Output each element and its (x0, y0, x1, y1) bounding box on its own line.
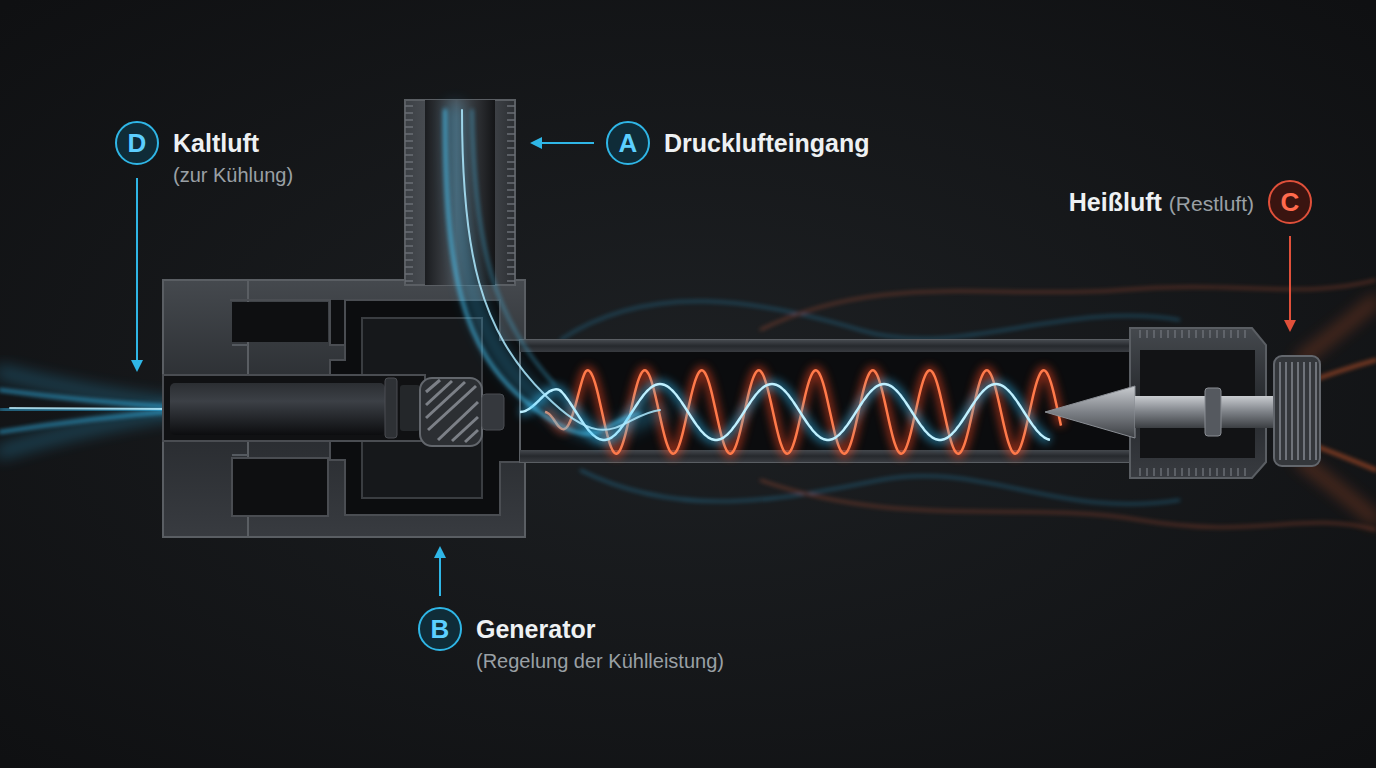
part-name: Kaltluft (173, 121, 293, 165)
callout: B Generator(Regelung der Kühlleistung) (418, 607, 724, 673)
callout-letter: D (115, 121, 159, 165)
part-name: Generator (476, 607, 724, 651)
callout: C Heißluft(Restluft) (1069, 180, 1312, 226)
part-name: Drucklufteingang (664, 121, 870, 165)
part-name: Heißluft (1069, 180, 1162, 224)
callout-text: Generator(Regelung der Kühlleistung) (476, 607, 724, 673)
callout: A Drucklufteingang (606, 121, 870, 165)
callout-text: Kaltluft(zur Kühlung) (173, 121, 293, 187)
callout-letter: B (418, 607, 462, 651)
part-note: (Restluft) (1169, 182, 1254, 226)
callout: D Kaltluft(zur Kühlung) (115, 121, 293, 187)
callout-text: Heißluft(Restluft) (1069, 180, 1254, 226)
callout-letter: A (606, 121, 650, 165)
part-note: (Regelung der Kühlleistung) (476, 649, 724, 673)
callout-letter: C (1268, 180, 1312, 224)
callout-text: Drucklufteingang (664, 121, 870, 165)
part-note: (zur Kühlung) (173, 163, 293, 187)
